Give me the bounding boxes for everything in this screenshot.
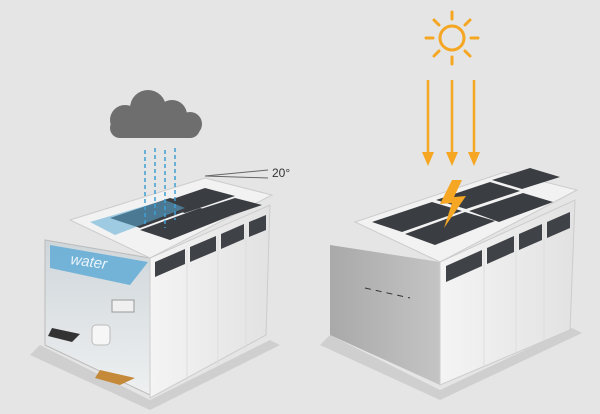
solar-panel [372, 202, 462, 232]
water-film [90, 200, 185, 235]
side-window [519, 224, 542, 250]
angle-label: 20° [272, 166, 290, 180]
unit-shadow [320, 328, 582, 400]
solar-panel [469, 193, 553, 222]
unit-shadow [30, 340, 280, 410]
side-window [221, 224, 244, 249]
water-label: water [69, 251, 109, 273]
side-window [547, 212, 570, 238]
side-window [487, 236, 514, 264]
side-window [446, 250, 482, 282]
rain-streaks [144, 148, 176, 228]
gray-end-face [330, 245, 440, 385]
sun-icon [424, 10, 480, 66]
solar-panel [185, 198, 262, 222]
solar-panel [405, 212, 495, 245]
sink [111, 299, 135, 313]
solar-panel [492, 168, 560, 189]
solar-unit [320, 168, 582, 400]
lightning-bolt-icon [440, 180, 466, 228]
water-tank [50, 245, 148, 285]
side-window [190, 236, 216, 262]
side-window [155, 249, 185, 277]
rain-cloud-icon [110, 90, 202, 138]
unit-side-face [439, 199, 576, 386]
side-window [249, 215, 266, 237]
wooden-floor [95, 370, 135, 385]
shower-tray [48, 328, 80, 342]
end-face-vent [364, 287, 411, 299]
angle-indicator [204, 169, 269, 179]
toilet [91, 324, 111, 346]
rain-collection-unit: water [30, 177, 280, 410]
sun-ray-arrows [422, 80, 480, 166]
